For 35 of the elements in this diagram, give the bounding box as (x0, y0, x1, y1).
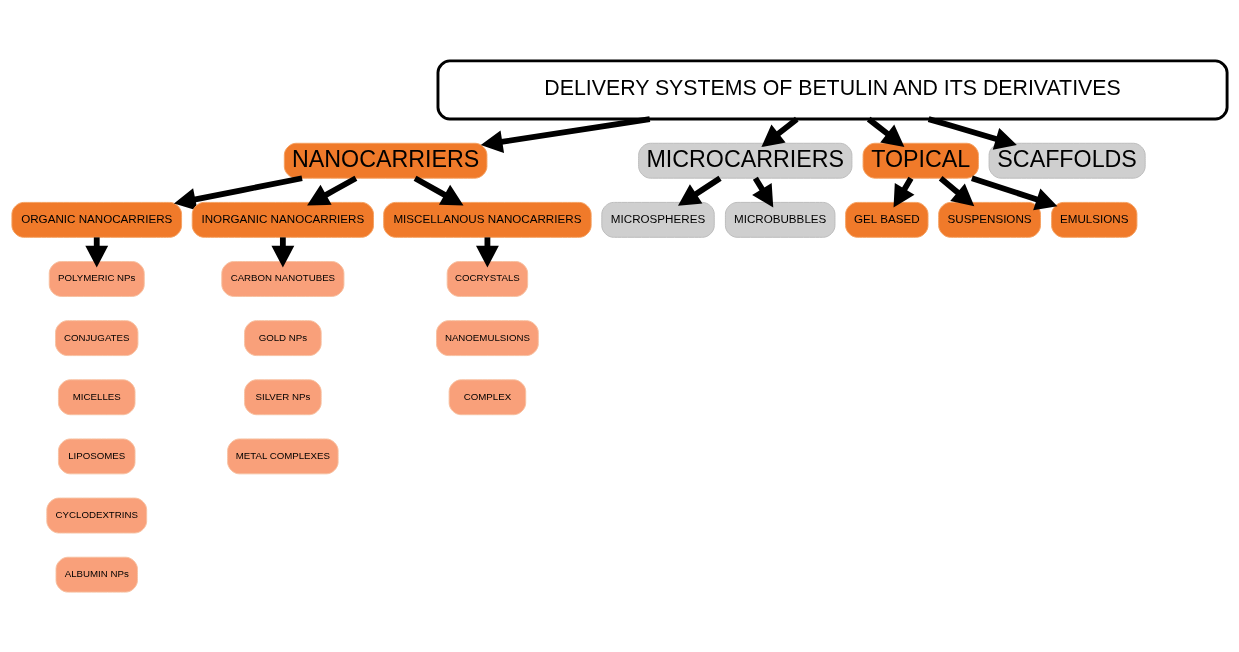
node-box: SUSPENSIONS (938, 201, 1041, 238)
node-box: NANOEMULSIONS (436, 319, 539, 356)
node-box: ALBUMIN NPs (55, 556, 138, 593)
node-box: MICROBUBBLES (724, 201, 836, 238)
arrow (480, 115, 651, 153)
arrow (173, 174, 303, 211)
arrow (307, 175, 358, 205)
node-box: MICROCARRIERS (638, 142, 853, 179)
node-box: EMULSIONS (1051, 201, 1138, 238)
node-box: NANOCARRIERS (283, 142, 488, 179)
arrow (413, 175, 464, 205)
arrow (866, 116, 905, 147)
arrow (971, 174, 1058, 210)
node-box: GOLD NPs (244, 319, 322, 356)
node-box: TOPICAL (862, 142, 979, 179)
arrow (938, 175, 975, 206)
node-box: CYCLODEXTRINS (46, 497, 148, 533)
arrow (761, 116, 799, 147)
node-box: MICROSPHERES (601, 201, 715, 238)
node-box: MISCELLANOUS NANOCARRIERS (383, 201, 592, 238)
node-box: CONJUGATES (55, 319, 139, 356)
arrow (677, 175, 722, 206)
node-box: MICELLES (57, 378, 136, 415)
node-box: SCAFFOLDS (988, 142, 1146, 179)
node-box: CARBON NANOTUBES (221, 260, 345, 297)
node-box: COCRYSTALS (446, 260, 529, 297)
node-box: METAL COMPLEXES (227, 437, 339, 474)
node-box: LIPOSOMES (57, 437, 136, 474)
node-box: SILVER NPs (244, 378, 322, 415)
node-box: GEL BASED (845, 201, 929, 238)
node-box: COMPLEX (448, 378, 527, 415)
node-box: INORGANIC NANOCARRIERS (191, 201, 374, 238)
node-box: DELIVERY SYSTEMS OF BETULIN AND ITS DERIVATIVES (436, 58, 1229, 120)
node-box: POLYMERIC NPs (48, 260, 145, 297)
node-box: ORGANIC NANOCARRIERS (11, 201, 183, 238)
